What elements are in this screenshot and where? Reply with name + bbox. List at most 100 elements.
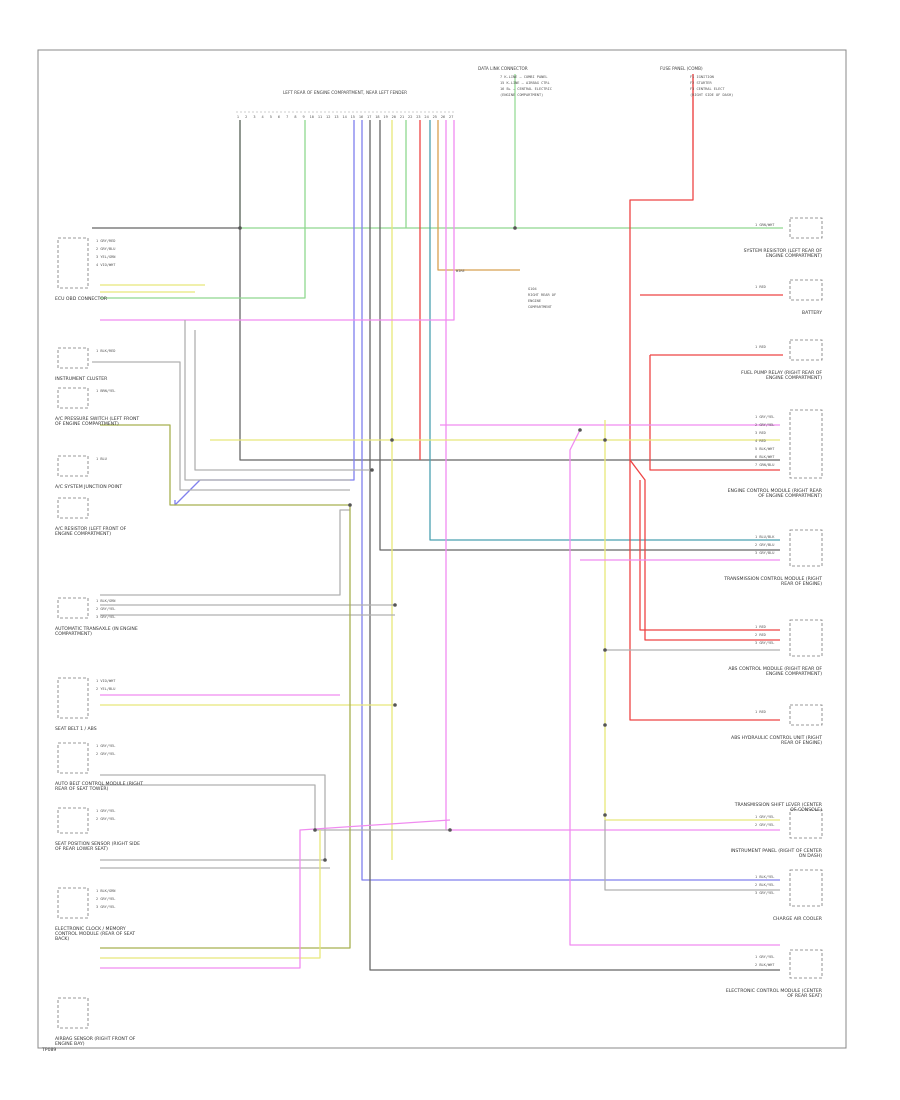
wire-at-1 <box>100 509 350 596</box>
wire-layer <box>92 74 783 971</box>
wire-brown-splice <box>437 120 520 271</box>
diagram-frame <box>37 49 847 1049</box>
right-pin-label: 5 BLK/WHT <box>755 447 775 451</box>
wire-ec-1 <box>100 505 351 949</box>
top-connector-pin: 2 <box>245 115 247 119</box>
right-component-name: REAR OF ENGINE) <box>781 740 822 746</box>
splice-dot <box>603 438 607 442</box>
wire-system-resistor <box>239 120 783 229</box>
top-connector-pin: 4 <box>262 115 264 119</box>
splice-dot <box>393 603 397 607</box>
fuse-pin-label: F3 CENTRAL ELECT <box>690 87 725 91</box>
wire-abm-2 <box>100 784 450 831</box>
left-component-box <box>57 497 89 519</box>
top-connector-pin: 14 <box>342 115 346 119</box>
right-component-box <box>789 809 823 839</box>
top-connector-pin: 17 <box>367 115 371 119</box>
wire-ic-1 <box>92 361 350 491</box>
wire-cac <box>604 820 780 891</box>
splice-desc: ENGINE <box>528 299 541 303</box>
left-component-name: A/C PRESSURE SWITCH (LEFT FRONT <box>55 416 139 422</box>
splice-desc: G104 <box>528 287 537 291</box>
left-pin-label: 3 YEL/GRN <box>96 255 115 259</box>
right-component-name: TRANSMISSION CONTROL MODULE (RIGHT <box>723 576 822 582</box>
top-connector-pin: 23 <box>416 115 420 119</box>
fuse-header: FUSE PANEL (COMB) <box>660 66 703 71</box>
right-pin-label: 1 GRY/YEL <box>755 415 774 419</box>
wire-teal <box>429 120 780 541</box>
left-component-name: COMPARTMENT) <box>55 631 92 637</box>
wire-gray-1 <box>194 330 370 471</box>
left-pin-label: 3 GRY/YEL <box>96 615 115 619</box>
wire-ip-1 <box>604 420 780 821</box>
top-connector-pin: 8 <box>294 115 296 119</box>
top-connector-pin: 1 <box>237 115 239 119</box>
top-connector-pin: 22 <box>408 115 412 119</box>
left-component-box <box>57 237 89 289</box>
left-component-box <box>57 742 89 774</box>
fuse-pin-label: F1 IGNITION <box>690 75 714 79</box>
splice-dot <box>323 858 327 862</box>
splice-dot <box>603 723 607 727</box>
left-component-name: OF ENGINE COMPARTMENT) <box>55 421 119 427</box>
right-pin-label: 3 GRY/YEL <box>755 891 774 895</box>
top-connector-pin: 9 <box>303 115 305 119</box>
right-component-name: REAR OF ENGINE) <box>781 581 822 587</box>
right-component-name: TRANSMISSION SHIFT LEVER (CENTER <box>734 802 823 808</box>
left-component-name: INSTRUMENT CLUSTER <box>55 376 108 382</box>
right-component-box <box>789 949 823 979</box>
wire-ec-2 <box>100 830 321 959</box>
dlc-pin-label: 15 K-LINE — AIRBAG CTRL <box>500 81 550 85</box>
right-pin-label: 1 RED <box>755 285 766 289</box>
right-component-box <box>789 409 823 479</box>
right-component-name: ENGINE COMPARTMENT) <box>766 671 822 677</box>
right-pin-label: 4 RED <box>755 439 766 443</box>
right-pin-label: 1 BLU/BLK <box>755 535 775 539</box>
left-pin-label: 1 VIO/WHT <box>96 679 116 683</box>
top-connector-pin: 3 <box>253 115 255 119</box>
left-component-name: AUTOMATIC TRANSAXLE (IN ENGINE <box>55 626 138 632</box>
left-component-box <box>57 807 89 834</box>
left-pin-label: 1 BLK/RED <box>96 349 115 353</box>
top-connector-pin: 20 <box>392 115 396 119</box>
left-pin-label: 1 BLK/GRN <box>96 599 115 603</box>
right-component-box <box>789 339 823 361</box>
left-pin-label: 1 GRY/YEL <box>96 809 115 813</box>
wire-black-main <box>239 120 780 461</box>
dlc-pin-label: 16 B+ — CENTRAL ELECTRIC <box>500 87 552 91</box>
top-connector-pin: 5 <box>270 115 272 119</box>
splice-dot <box>448 828 452 832</box>
splice-dot <box>603 813 607 817</box>
right-pin-label: 2 GRY/YEL <box>755 823 774 827</box>
top-connector-pin: 19 <box>383 115 387 119</box>
left-component-name: AUTO BELT CONTROL MODULE (RIGHT <box>55 781 143 787</box>
right-component-name: ELECTRONIC CONTROL MODULE (CENTER <box>726 988 823 994</box>
left-pin-label: 2 GRY/YEL <box>96 752 115 756</box>
right-pin-label: 3 RED <box>755 431 766 435</box>
splice-dot <box>370 468 374 472</box>
splice-dot <box>578 428 582 432</box>
left-component-name: ENGINE COMPARTMENT) <box>55 531 111 537</box>
right-pin-label: 1 RED <box>755 710 766 714</box>
left-component-name: BACK) <box>55 936 69 942</box>
top-connector-pin: 10 <box>310 115 314 119</box>
left-pin-label: 1 BRN/YEL <box>96 389 115 393</box>
left-component-name: ELECTRONIC CLOCK / MEMORY <box>55 926 126 932</box>
splice-dot <box>313 828 317 832</box>
right-pin-label: 1 GRN/WHT <box>755 223 775 227</box>
wire-blue-2 <box>361 120 780 881</box>
left-pin-label: 1 BLU <box>96 457 107 461</box>
top-connector-pin: 24 <box>424 115 428 119</box>
splice-dot <box>348 503 352 507</box>
right-component-name: ENGINE COMPARTMENT) <box>766 375 822 381</box>
top-connector-pin: 15 <box>351 115 355 119</box>
wire-green-ecu <box>100 120 306 299</box>
right-component-name: ON DASH) <box>799 853 822 859</box>
top-connector-pin: 21 <box>400 115 404 119</box>
right-pin-label: 1 BLK/YEL <box>755 875 774 879</box>
top-connector-pin: 7 <box>286 115 288 119</box>
top-connector-pin: 13 <box>334 115 338 119</box>
component-layer <box>57 111 823 1029</box>
right-pin-label: 3 GRY/YEL <box>755 641 774 645</box>
